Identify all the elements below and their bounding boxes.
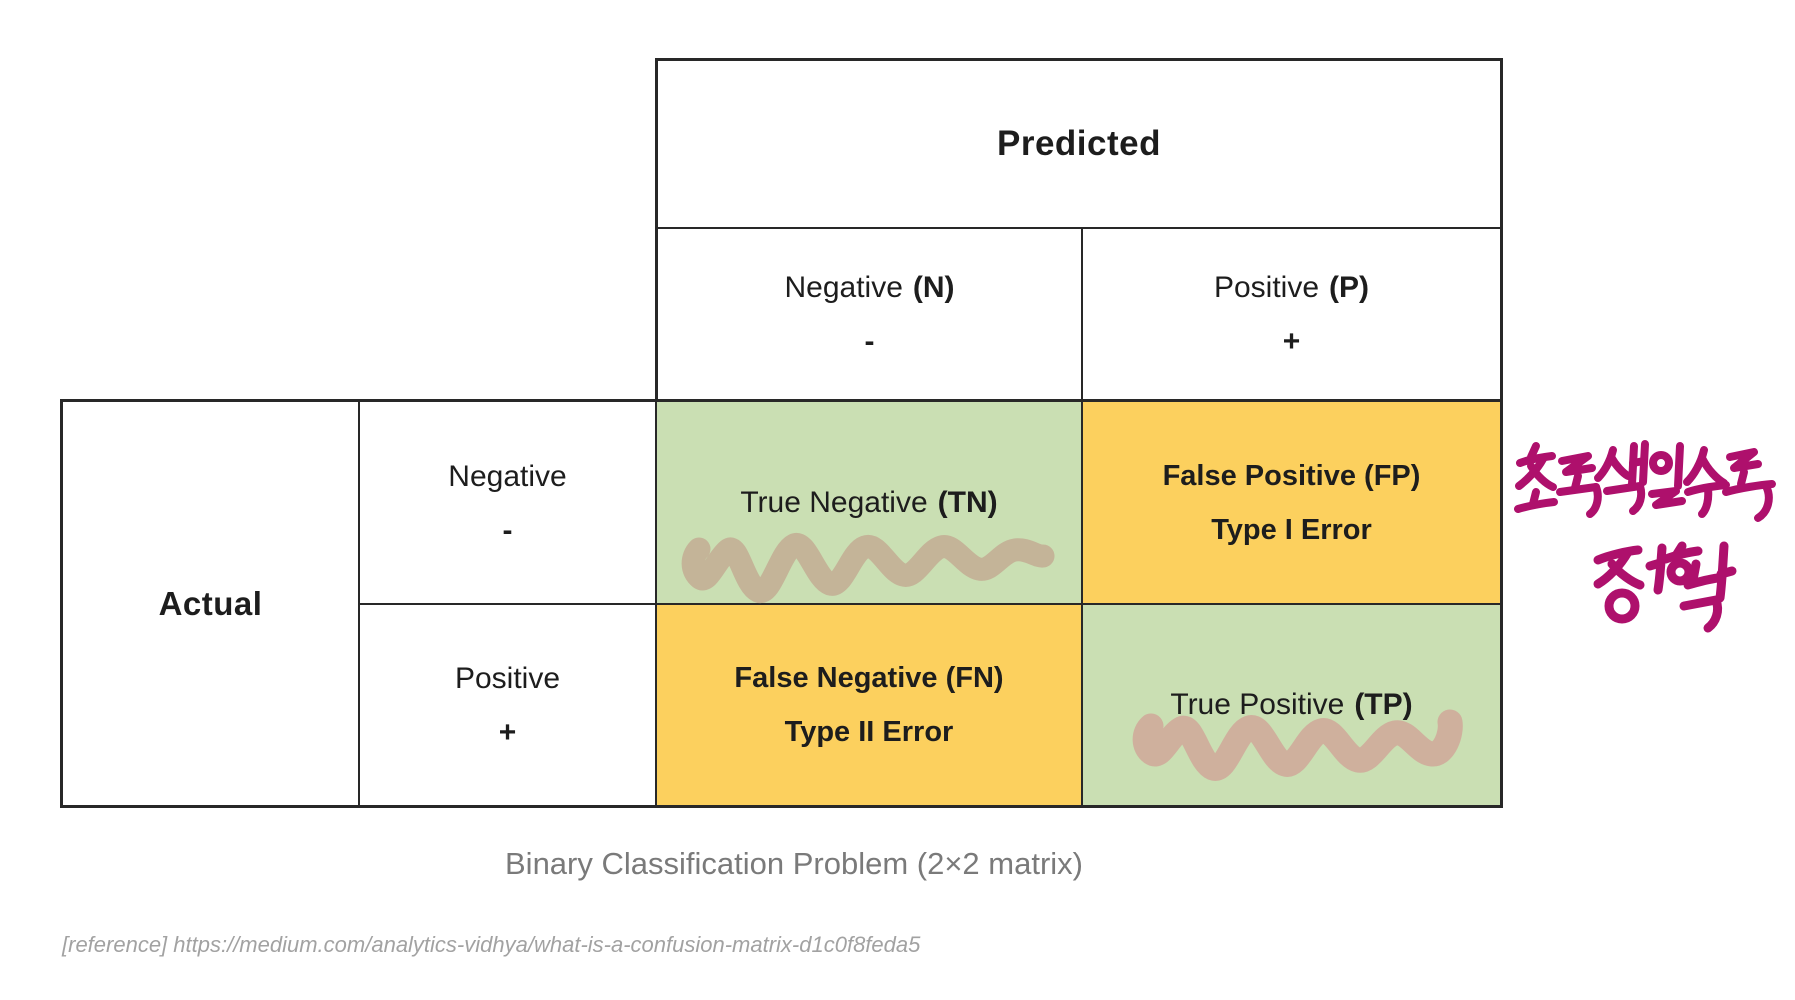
true-negative-word: True Negative <box>740 485 928 519</box>
false-negative-cell: False Negative (FN) Type II Error <box>655 605 1083 808</box>
figure-caption: Binary Classification Problem (2×2 matri… <box>505 846 1083 881</box>
row-positive-word: Positive <box>454 662 561 695</box>
col-positive-sign: + <box>1282 325 1301 358</box>
reference-link-text: [reference] https://medium.com/analytics… <box>62 932 921 957</box>
handwritten-annotation-line2 <box>1593 541 1737 633</box>
true-positive-cell: True Positive (TP) <box>1083 605 1503 808</box>
true-positive-abbr: (TP) <box>1354 688 1413 721</box>
false-positive-cell: False Positive (FP) Type I Error <box>1083 399 1503 605</box>
type-2-error-label: Type II Error <box>784 716 954 748</box>
true-negative-label: True Negative (TN) <box>740 486 997 520</box>
actual-negative-row-cell: Negative - <box>360 399 655 605</box>
predicted-negative-header-cell: Negative (N) - <box>655 229 1083 399</box>
row-positive-sign: + <box>498 716 517 749</box>
col-positive-word: Positive <box>1213 271 1320 304</box>
predicted-header-cell: Predicted <box>655 58 1503 229</box>
predicted-label: Predicted <box>997 124 1161 163</box>
actual-header-cell: Actual <box>60 399 360 808</box>
true-positive-word: True Positive <box>1170 688 1345 721</box>
actual-label: Actual <box>158 584 263 622</box>
col-positive-abbr: (P) <box>1329 271 1370 304</box>
actual-positive-row-cell: Positive + <box>360 605 655 808</box>
row-negative-word: Negative <box>448 459 567 493</box>
col-positive-label: Positive (P) <box>1214 271 1369 305</box>
predicted-positive-header-cell: Positive (P) + <box>1083 229 1503 399</box>
true-negative-abbr: (TN) <box>937 485 998 519</box>
row-positive-label: Positive <box>455 662 560 696</box>
col-negative-word: Negative <box>784 271 903 304</box>
row-negative-sign: - <box>502 513 513 547</box>
col-negative-abbr: (N) <box>912 271 955 304</box>
handwritten-annotation-line1 <box>1514 440 1776 522</box>
col-negative-label: Negative (N) <box>784 271 954 305</box>
true-negative-cell: True Negative (TN) <box>655 399 1083 605</box>
row-negative-label: Negative <box>448 460 566 494</box>
false-negative-label: False Negative (FN) <box>734 662 1004 694</box>
type-1-error-label: Type I Error <box>1211 513 1372 546</box>
true-positive-label: True Positive (TP) <box>1170 688 1412 722</box>
col-negative-sign: - <box>864 325 875 358</box>
false-positive-label: False Positive (FP) <box>1162 459 1421 492</box>
